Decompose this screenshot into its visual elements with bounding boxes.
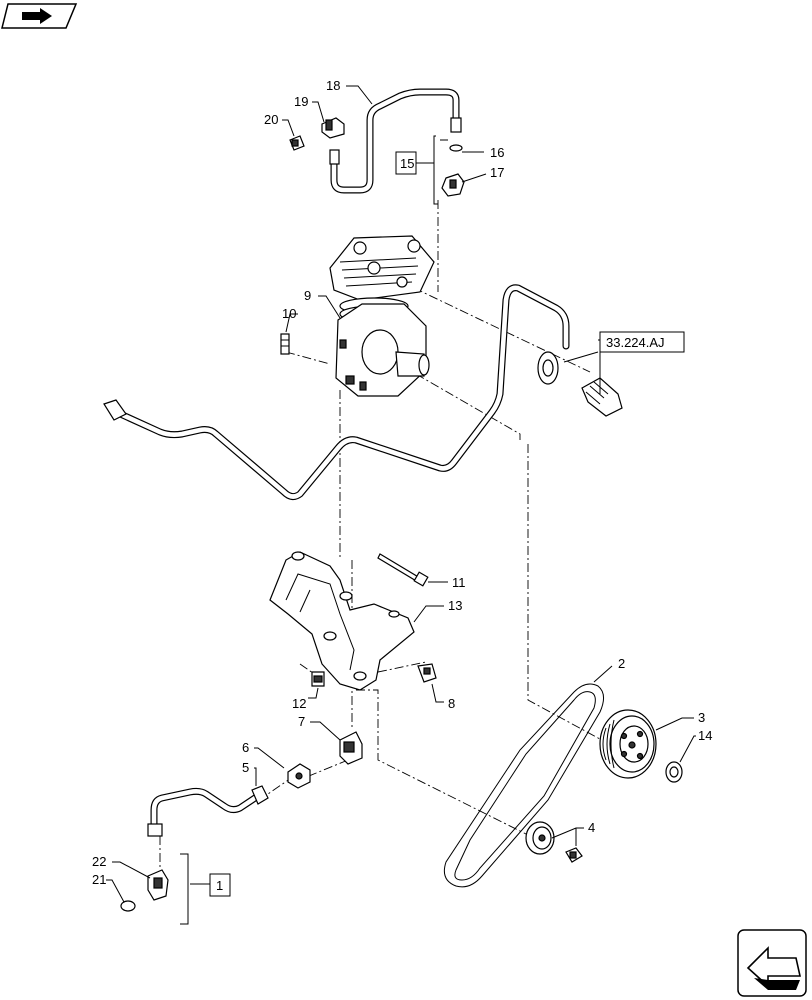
- bolt-12: [311, 671, 325, 687]
- leader-lines: [106, 85, 696, 925]
- callout-2: 2: [618, 656, 625, 671]
- reference-label[interactable]: 33.224.AJ: [606, 335, 665, 350]
- callout-19: 19: [294, 94, 308, 109]
- bracket-13: [269, 551, 415, 691]
- drive-belt-2: [443, 683, 604, 888]
- callout-16: 16: [490, 145, 504, 160]
- callout-10: 10: [282, 306, 296, 321]
- callout-20: 20: [264, 112, 278, 127]
- nut-6: [287, 763, 311, 789]
- book-arrow-icon[interactable]: [1, 3, 78, 29]
- air-compressor-9: [329, 235, 435, 397]
- callout-12: 12: [292, 696, 306, 711]
- callout-6: 6: [242, 740, 249, 755]
- back-arrow-icon[interactable]: [737, 929, 807, 997]
- reference-box[interactable]: [599, 331, 685, 353]
- callout-box-1: [209, 873, 231, 897]
- idler-pulley-4: [525, 821, 583, 863]
- elbow-fitting-19: [321, 117, 345, 139]
- callout-13: 13: [448, 598, 462, 613]
- seal-16: [449, 144, 463, 152]
- bolt-8: [417, 663, 437, 683]
- delivery-pipe: [103, 284, 570, 501]
- callout-21: 21: [92, 872, 106, 887]
- tube-assembly-18: [329, 88, 462, 194]
- callout-4: 4: [588, 820, 595, 835]
- callout-5: 5: [242, 760, 249, 775]
- pulley-3: [599, 709, 657, 779]
- o-ring-21: [120, 900, 136, 912]
- callout-15: 15: [400, 156, 414, 171]
- callout-7: 7: [298, 714, 305, 729]
- fitting-22: [147, 869, 169, 901]
- callout-11: 11: [452, 575, 466, 590]
- bolt-10: [280, 333, 290, 355]
- callout-labels: 18 19 20 16 15 17 9 10 33.224.AJ 11 13 2…: [92, 78, 712, 893]
- callout-3: 3: [698, 710, 705, 725]
- callout-8: 8: [448, 696, 455, 711]
- callout-9: 9: [304, 288, 311, 303]
- alignment-lines: [159, 200, 647, 870]
- plug-20: [289, 135, 305, 151]
- bolt-11: [377, 553, 429, 587]
- callout-22: 22: [92, 854, 106, 869]
- callout-14: 14: [698, 728, 712, 743]
- callout-box-15: [395, 151, 434, 175]
- tube-assembly-1: [147, 785, 269, 837]
- elbow-7: [339, 731, 363, 765]
- fitting-17: [441, 173, 465, 197]
- banjo-bolt: [581, 377, 623, 417]
- callout-18: 18: [326, 78, 340, 93]
- callout-17: 17: [490, 165, 504, 180]
- washer-14: [665, 761, 683, 783]
- callout-1: 1: [216, 878, 223, 893]
